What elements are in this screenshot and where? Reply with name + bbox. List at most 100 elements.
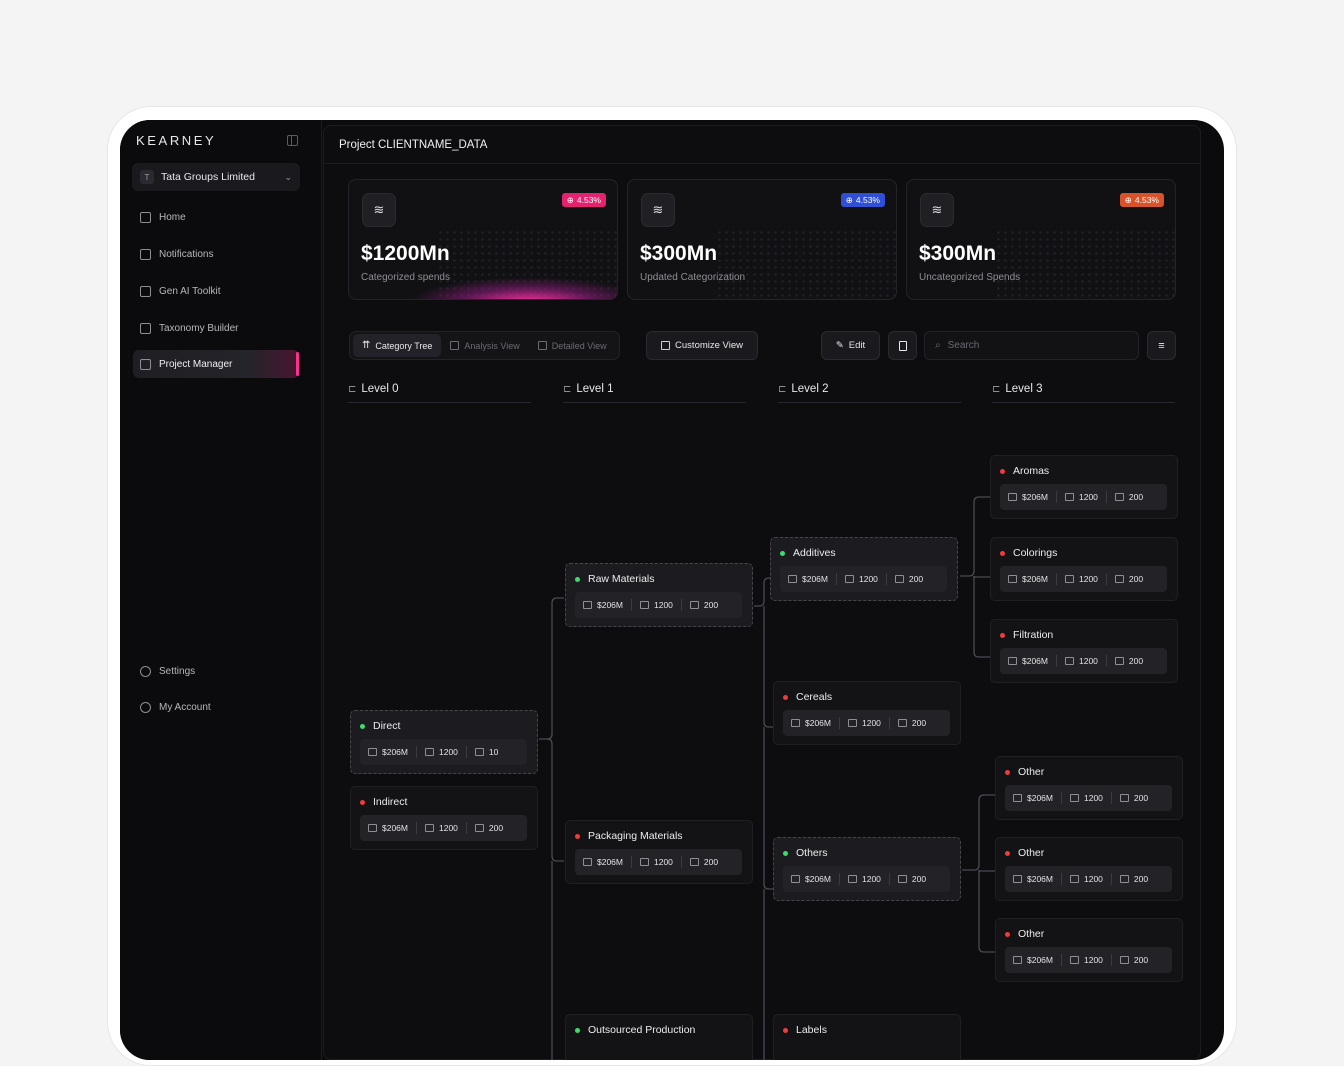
category-node[interactable]: Labels [773,1014,961,1060]
node-title: Outsourced Production [575,1024,695,1036]
node-label: Additives [793,547,836,559]
node-title: Raw Materials [575,573,655,585]
grid-icon [661,341,671,350]
spend-stat: $206M [788,574,828,584]
sidebar-item-label: Settings [159,665,196,677]
items-stat: 1200 [1065,492,1098,502]
bell-icon [140,248,151,260]
truck-icon [1065,493,1074,501]
node-title: Aromas [1000,465,1049,477]
items-stat: 1200 [425,747,458,757]
trend-badge: ⊕ 4.53% [561,193,606,207]
org-switcher[interactable]: T Tata Groups Limited ⌄ [132,163,300,191]
document-icon [894,575,904,583]
node-label: Other [1018,847,1045,859]
tree-icon: ⇈ [362,340,371,351]
sidebar-item-taxonomy-builder[interactable]: Taxonomy Builder [133,314,299,342]
pencil-icon: ✎ [835,340,844,351]
hierarchy-icon: ⊏ [778,383,787,395]
sidebar-item-project-manager[interactable]: Project Manager [133,350,299,378]
category-node[interactable]: Outsourced Production [565,1014,753,1060]
search-box[interactable]: ⌕ Search [924,331,1139,360]
stat-card-uncategorized: ≋ ⊕ 4.53% $300Mn Uncategorized Spends [906,179,1176,300]
document-icon [140,322,151,334]
document-icon [689,858,699,866]
spend-stat: $206M [583,857,623,867]
tab-analysis-view[interactable]: Analysis View [441,334,528,357]
node-label: Filtration [1013,629,1054,641]
database-icon [140,358,151,370]
search-input[interactable]: Search [947,340,980,351]
node-label: Aromas [1013,465,1050,477]
status-dot [360,799,365,805]
sidebar-collapse-icon[interactable] [287,135,298,146]
document-icon [897,719,907,727]
sidebar-item-my-account[interactable]: My Account [133,693,299,721]
sidebar-item-label: Project Manager [159,358,233,370]
document-icon [897,875,907,883]
notes-button[interactable] [888,331,917,360]
coins-icon [583,858,592,866]
items-stat: 1200 [640,857,673,867]
customize-view-button[interactable]: Customize View [646,331,758,360]
sidebar-item-gen-ai-toolkit[interactable]: Gen AI Toolkit [133,277,299,305]
node-title: Packaging Materials [575,830,683,842]
sidebar-item-settings[interactable]: Settings [133,657,299,685]
status-dot [575,833,580,839]
coins-icon: ≋ [641,193,675,227]
spend-stat: $206M [583,600,623,610]
node-title: Cereals [783,691,832,703]
docs-stat: 200 [1114,574,1143,584]
spend-stat: $206M [791,718,831,728]
chevron-down-icon: ⌄ [284,171,292,182]
items-stat: 1200 [848,718,881,728]
sidebar-item-notifications[interactable]: Notifications [133,240,299,268]
edit-button[interactable]: ✎Edit [821,331,880,360]
tab-detailed-view[interactable]: Detailed View [529,334,616,357]
node-title: Filtration [1000,629,1053,641]
app-window: KEARNEY T Tata Groups Limited ⌄ Home Not… [120,120,1224,1060]
status-dot [783,694,788,700]
status-dot [780,550,785,556]
stat-label: Categorized spends [361,272,450,283]
document-icon [1114,493,1124,501]
coins-icon [1013,956,1022,964]
sidebar-item-home[interactable]: Home [133,203,299,231]
status-dot [1000,550,1005,556]
node-label: Other [1018,766,1045,778]
sidebar-item-label: Gen AI Toolkit [159,285,221,297]
tab-category-tree[interactable]: ⇈Category Tree [353,334,442,357]
coins-icon [583,601,592,609]
spend-stat: $206M [1008,492,1048,502]
filter-button[interactable]: ≡ [1147,331,1176,360]
truck-icon [848,719,857,727]
tree-connectors [539,496,996,1060]
notes-icon [898,340,907,351]
page-title: Project CLIENTNAME_DATA [339,139,488,151]
view-tabs: ⇈Category Tree Analysis View Detailed Vi… [349,331,620,360]
node-label: Packaging Materials [588,830,683,842]
items-stat: 1200 [1070,955,1103,965]
spend-stat: $206M [1013,955,1053,965]
search-icon: ⌕ [935,340,941,351]
coins-icon [1013,794,1022,802]
stat-label: Uncategorized Spends [919,272,1021,283]
status-dot [575,576,580,582]
node-label: Direct [373,720,401,732]
